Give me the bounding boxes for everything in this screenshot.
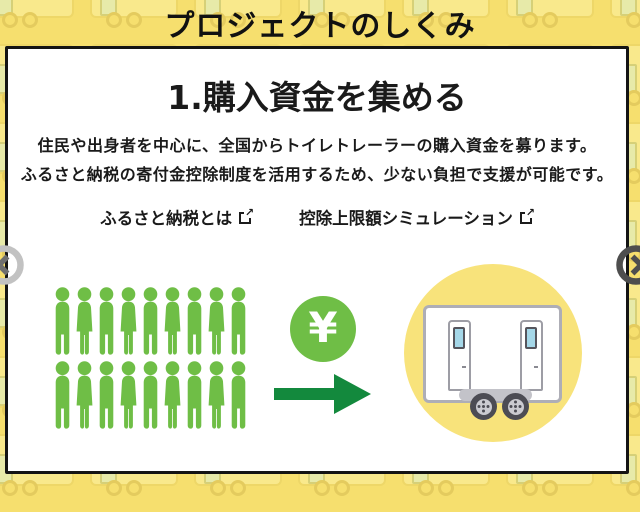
door-window bbox=[453, 327, 465, 349]
person-icon bbox=[74, 361, 95, 433]
supporters-people-graphic bbox=[52, 287, 249, 433]
person-icon bbox=[206, 361, 227, 433]
toilet-trailer-graphic bbox=[423, 305, 562, 403]
person-icon bbox=[118, 287, 139, 359]
person-icon bbox=[118, 361, 139, 433]
people-row bbox=[52, 287, 249, 359]
person-icon bbox=[162, 287, 183, 359]
trailer-wheel-right bbox=[502, 393, 529, 420]
person-icon bbox=[96, 361, 117, 433]
trailer-highlight-circle bbox=[404, 264, 582, 442]
person-icon bbox=[140, 361, 161, 433]
link-furusato-nozei[interactable]: ふるさと納税とは ↗ bbox=[100, 205, 253, 229]
trailer-door-left bbox=[448, 320, 471, 391]
person-icon bbox=[52, 287, 73, 359]
trailer-door-right bbox=[520, 320, 543, 391]
person-icon bbox=[228, 287, 249, 359]
people-row bbox=[52, 361, 249, 433]
person-icon bbox=[52, 361, 73, 433]
description-line-1: 住民や出身者を中心に、全国からトイレトレーラーの購入資金を募ります。 bbox=[38, 136, 597, 155]
trailer-wheel-left bbox=[470, 393, 497, 420]
person-icon bbox=[74, 287, 95, 359]
person-icon bbox=[206, 287, 227, 359]
section-title: 1.購入資金を集める bbox=[8, 71, 626, 119]
content-card: 1.購入資金を集める 住民や出身者を中心に、全国からトイレトレーラーの購入資金を… bbox=[5, 46, 629, 474]
external-link-icon: ↗ bbox=[239, 210, 253, 224]
person-icon bbox=[140, 287, 161, 359]
next-slide-button[interactable] bbox=[613, 242, 640, 288]
person-icon bbox=[228, 361, 249, 433]
door-handle bbox=[534, 366, 538, 368]
door-window bbox=[525, 327, 537, 349]
link-furusato-nozei-label: ふるさと納税とは bbox=[100, 205, 232, 229]
yen-coin-icon: ¥ bbox=[290, 296, 356, 362]
funds-flow-arrow-icon bbox=[274, 373, 372, 415]
page-title: プロジェクトのしくみ bbox=[164, 1, 475, 45]
links-row: ふるさと納税とは ↗ 控除上限額シミュレーション ↗ bbox=[8, 205, 626, 229]
person-icon bbox=[184, 287, 205, 359]
link-deduction-limit-simulation-label: 控除上限額シミュレーション bbox=[299, 205, 513, 229]
external-link-icon: ↗ bbox=[520, 210, 534, 224]
link-deduction-limit-simulation[interactable]: 控除上限額シミュレーション ↗ bbox=[299, 205, 534, 229]
header: プロジェクトのしくみ bbox=[0, 0, 640, 46]
person-icon bbox=[184, 361, 205, 433]
description-line-2: ふるさと納税の寄付金控除制度を活用するため、少ない負担で支援が可能です。 bbox=[21, 165, 613, 184]
prev-slide-button[interactable] bbox=[0, 242, 27, 288]
description-text: 住民や出身者を中心に、全国からトイレトレーラーの購入資金を募ります。 ふるさと納… bbox=[8, 131, 626, 189]
door-handle bbox=[462, 366, 466, 368]
person-icon bbox=[96, 287, 117, 359]
person-icon bbox=[162, 361, 183, 433]
